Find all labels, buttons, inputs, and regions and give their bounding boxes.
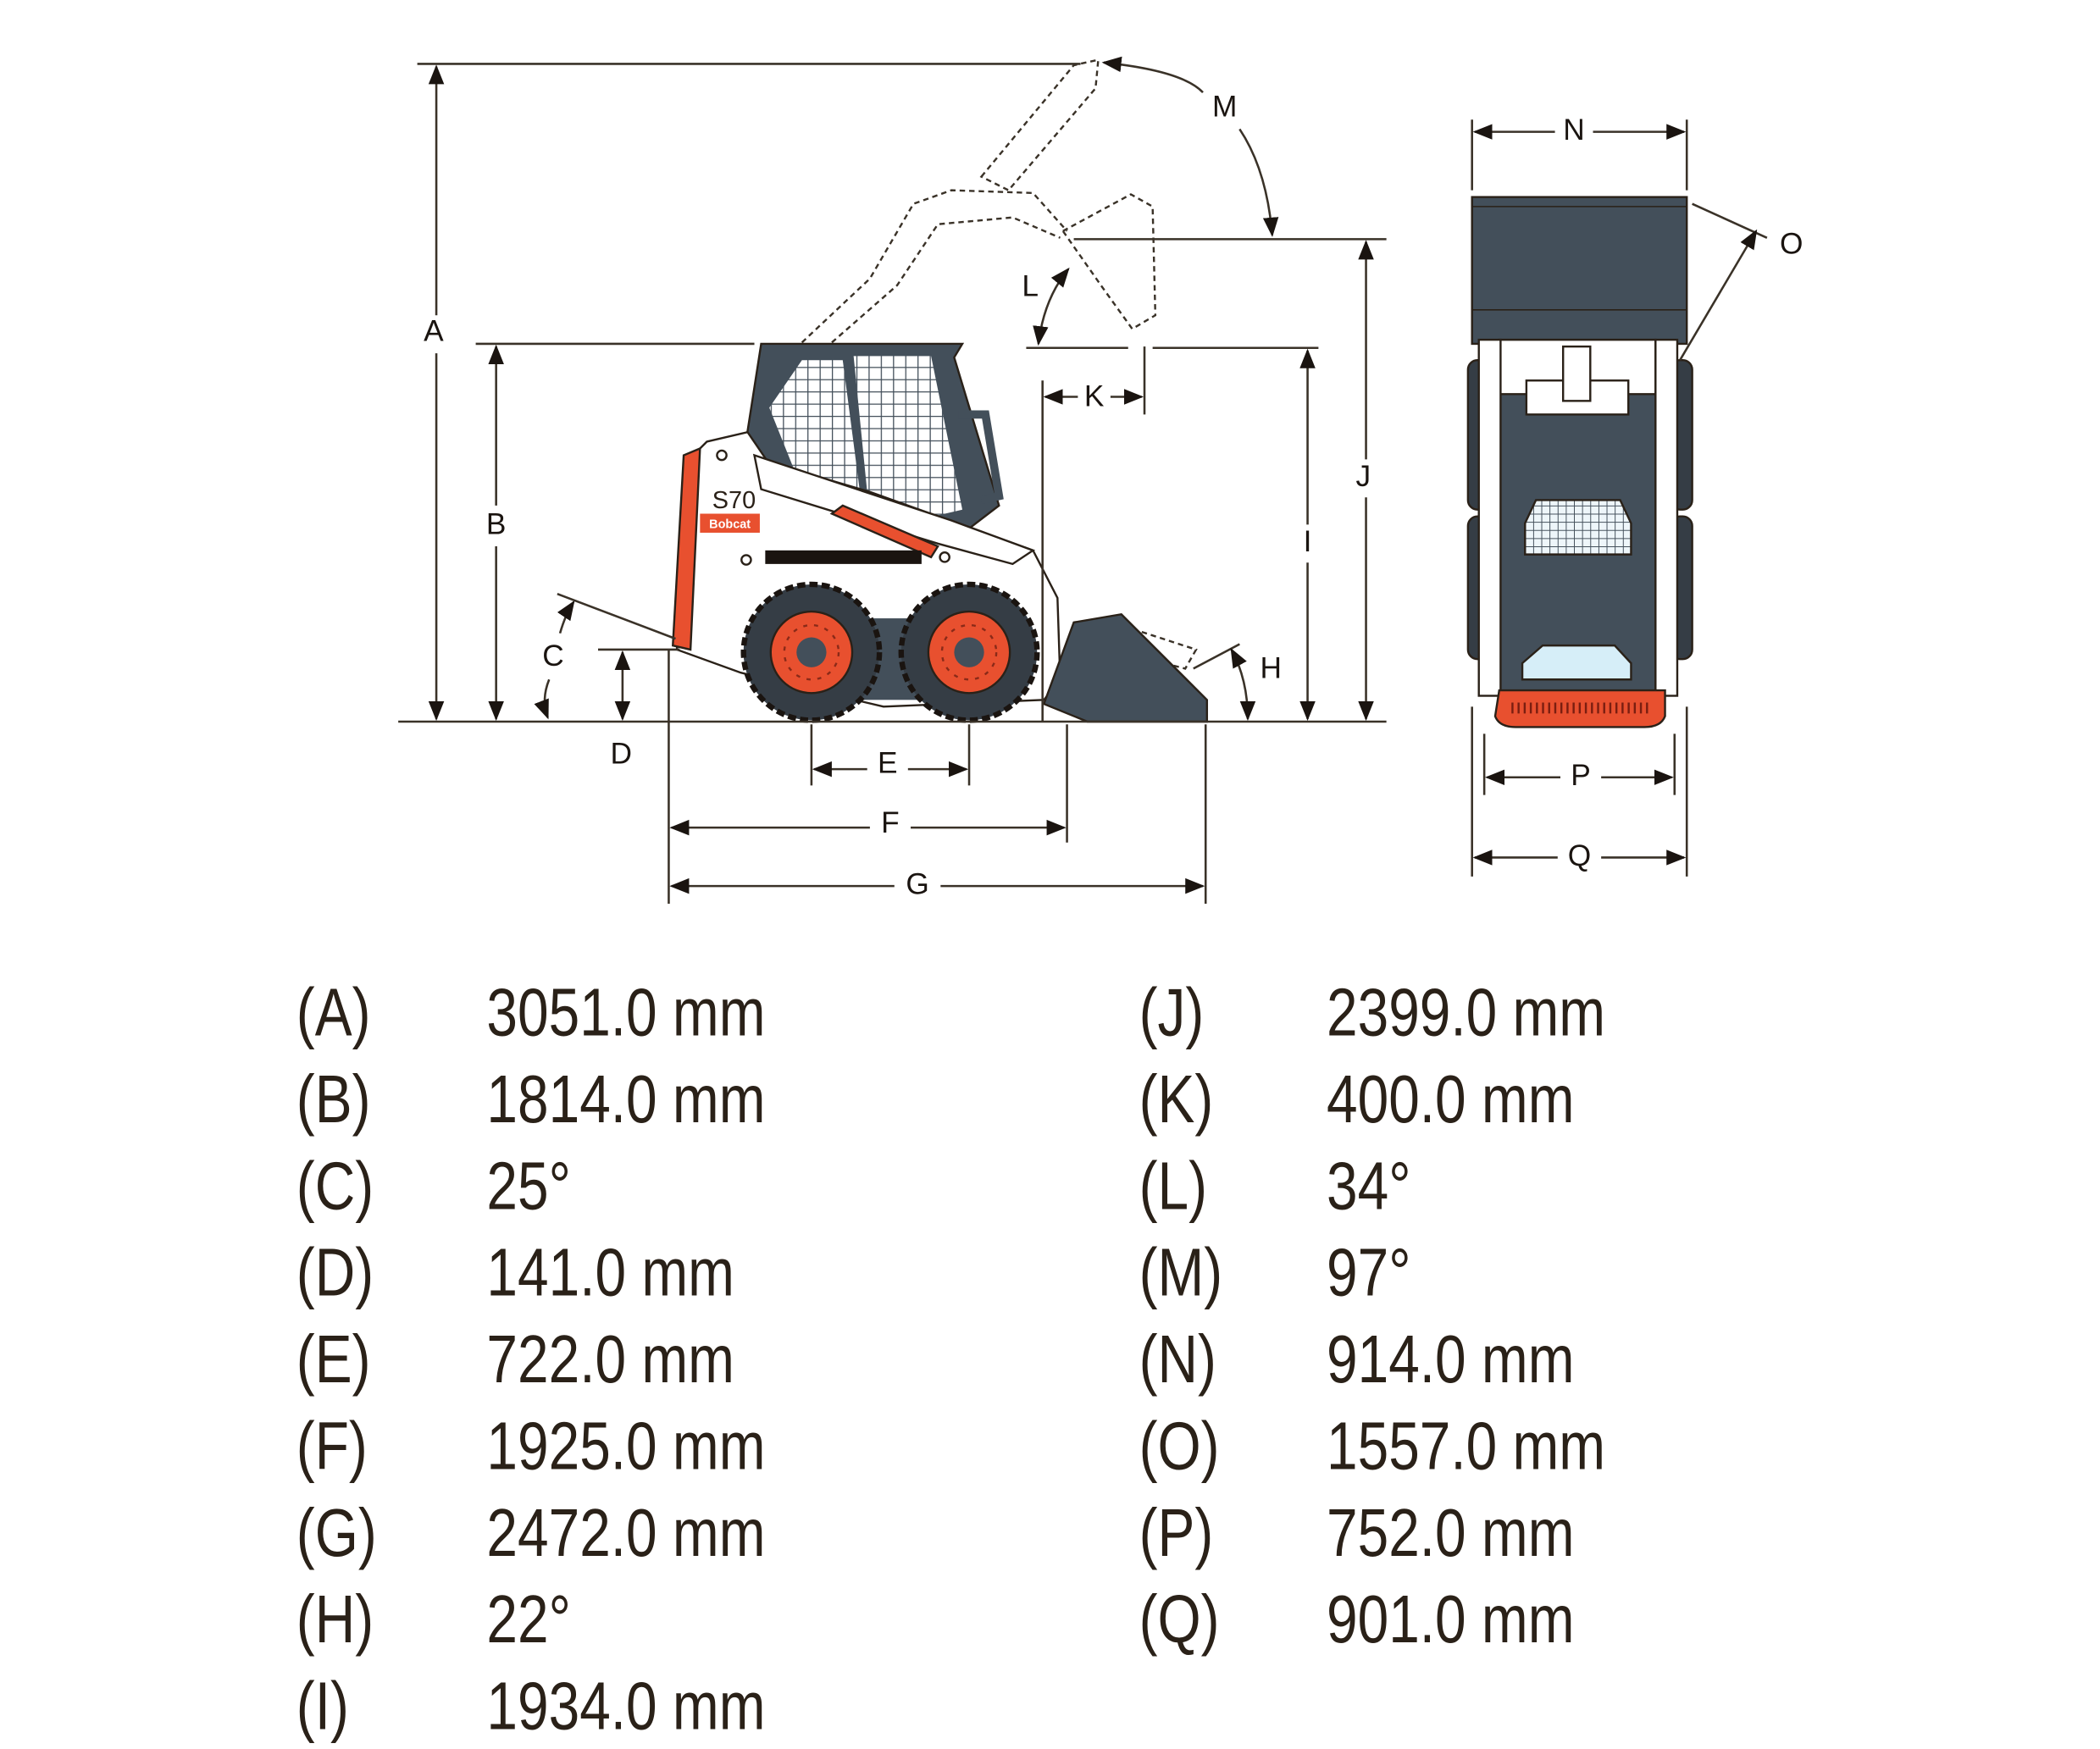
spec-row: (P) 752.0 mm [1139, 1495, 1575, 1571]
dim-label-j: J [1356, 460, 1371, 493]
bucket [1042, 612, 1209, 723]
dim-label-q: Q [1568, 839, 1591, 872]
dim-label-h: H [1260, 651, 1281, 684]
spec-key: (H) [296, 1581, 374, 1658]
side-view-loader: S70 Bobcat [671, 58, 1209, 723]
spec-row: (E) 722.0 mm [296, 1321, 734, 1398]
spec-row: (G) 2472.0 mm [296, 1495, 766, 1571]
spec-value: 1557.0 mm [1327, 1408, 1605, 1484]
step-bar [765, 550, 922, 564]
spec-key: (K) [1139, 1061, 1214, 1137]
spec-value: 141.0 mm [486, 1235, 734, 1311]
spec-key: (O) [1139, 1408, 1220, 1484]
spec-value: 97° [1327, 1235, 1410, 1311]
spec-value: 752.0 mm [1327, 1495, 1575, 1571]
side-dimension-lines [398, 56, 1387, 904]
spec-key: (F) [296, 1408, 368, 1484]
rear-wheel [740, 581, 883, 723]
spec-value: 400.0 mm [1327, 1061, 1575, 1137]
dim-label-l: L [1022, 269, 1039, 302]
spec-key: (B) [296, 1061, 371, 1137]
spec-value: 914.0 mm [1327, 1321, 1575, 1398]
spec-row: (F) 1925.0 mm [296, 1408, 766, 1484]
lift-cylinder [829, 504, 939, 559]
spec-row: (Q) 901.0 mm [1139, 1581, 1575, 1658]
dim-label-g: G [906, 867, 928, 900]
dimension-labels: A B C D E F G H I J K L M N O P Q [424, 91, 1803, 901]
spec-value: 901.0 mm [1327, 1581, 1575, 1658]
dim-label-o: O [1780, 228, 1803, 261]
spec-key: (D) [296, 1235, 374, 1311]
spec-key: (J) [1139, 974, 1205, 1050]
front-wheel [898, 581, 1040, 723]
spec-key: (C) [296, 1148, 374, 1224]
dim-label-n: N [1563, 113, 1584, 147]
spec-value: 722.0 mm [486, 1321, 734, 1398]
dim-label-m: M [1212, 91, 1237, 124]
spec-row: (I) 1934.0 mm [296, 1668, 766, 1744]
dim-label-c: C [542, 639, 563, 672]
model-label: S70 [712, 487, 756, 514]
spec-row: (L) 34° [1139, 1148, 1411, 1224]
dim-label-b: B [486, 507, 507, 540]
spec-key: (Q) [1139, 1581, 1220, 1658]
dim-label-e: E [878, 747, 898, 780]
spec-key: (E) [296, 1321, 371, 1398]
brand-badge-text: Bobcat [709, 518, 751, 531]
spec-value: 2399.0 mm [1327, 974, 1605, 1050]
spec-value: 1925.0 mm [486, 1408, 765, 1484]
spec-row: (K) 400.0 mm [1139, 1061, 1575, 1137]
spec-table: (A) 3051.0 mm (B) 1814.0 mm (C) 25° (D) 141.0 m… [296, 974, 1605, 1744]
spec-row: (O) 1557.0 mm [1139, 1408, 1606, 1484]
spec-key: (A) [296, 974, 371, 1050]
front-bucket [1471, 196, 1688, 346]
front-view-loader [1466, 196, 1693, 728]
spec-key: (N) [1139, 1321, 1216, 1398]
spec-row: (A) 3051.0 mm [296, 974, 766, 1050]
spec-row: (H) 22° [296, 1581, 571, 1658]
dim-label-a: A [424, 314, 444, 347]
dim-label-k: K [1084, 379, 1105, 412]
spec-value: 1934.0 mm [486, 1668, 765, 1744]
spec-key: (I) [296, 1668, 349, 1744]
rear-tail-light [671, 446, 701, 651]
cab-handle [958, 410, 1004, 505]
spec-key: (G) [296, 1495, 377, 1571]
spec-key: (M) [1139, 1235, 1223, 1311]
raised-arm-outline [801, 58, 1198, 670]
dim-label-p: P [1571, 759, 1591, 792]
spec-value: 22° [486, 1581, 570, 1658]
cab-door-window [853, 356, 963, 523]
spec-row: (C) 25° [296, 1148, 571, 1224]
spec-value: 25° [486, 1148, 570, 1224]
dim-label-f: F [881, 806, 900, 839]
dim-label-i: I [1304, 525, 1312, 558]
spec-value: 34° [1327, 1148, 1410, 1224]
spec-row: (B) 1814.0 mm [296, 1061, 766, 1137]
rear-window [1521, 644, 1632, 681]
dim-label-d: D [611, 737, 632, 770]
spec-row: (N) 914.0 mm [1139, 1321, 1575, 1398]
spec-key: (P) [1139, 1495, 1214, 1571]
spec-row: (J) 2399.0 mm [1139, 974, 1606, 1050]
front-dimension-lines [1471, 119, 1768, 877]
spec-key: (L) [1139, 1148, 1207, 1224]
spec-value: 2472.0 mm [486, 1495, 765, 1571]
rear-grille [1524, 499, 1632, 556]
spec-value: 3051.0 mm [486, 974, 765, 1050]
spec-row: (M) 97° [1139, 1235, 1411, 1311]
lift-arm [752, 453, 1036, 566]
spec-value: 1814.0 mm [486, 1061, 765, 1137]
brand-badge [700, 513, 760, 533]
spec-row: (D) 141.0 mm [296, 1235, 734, 1311]
